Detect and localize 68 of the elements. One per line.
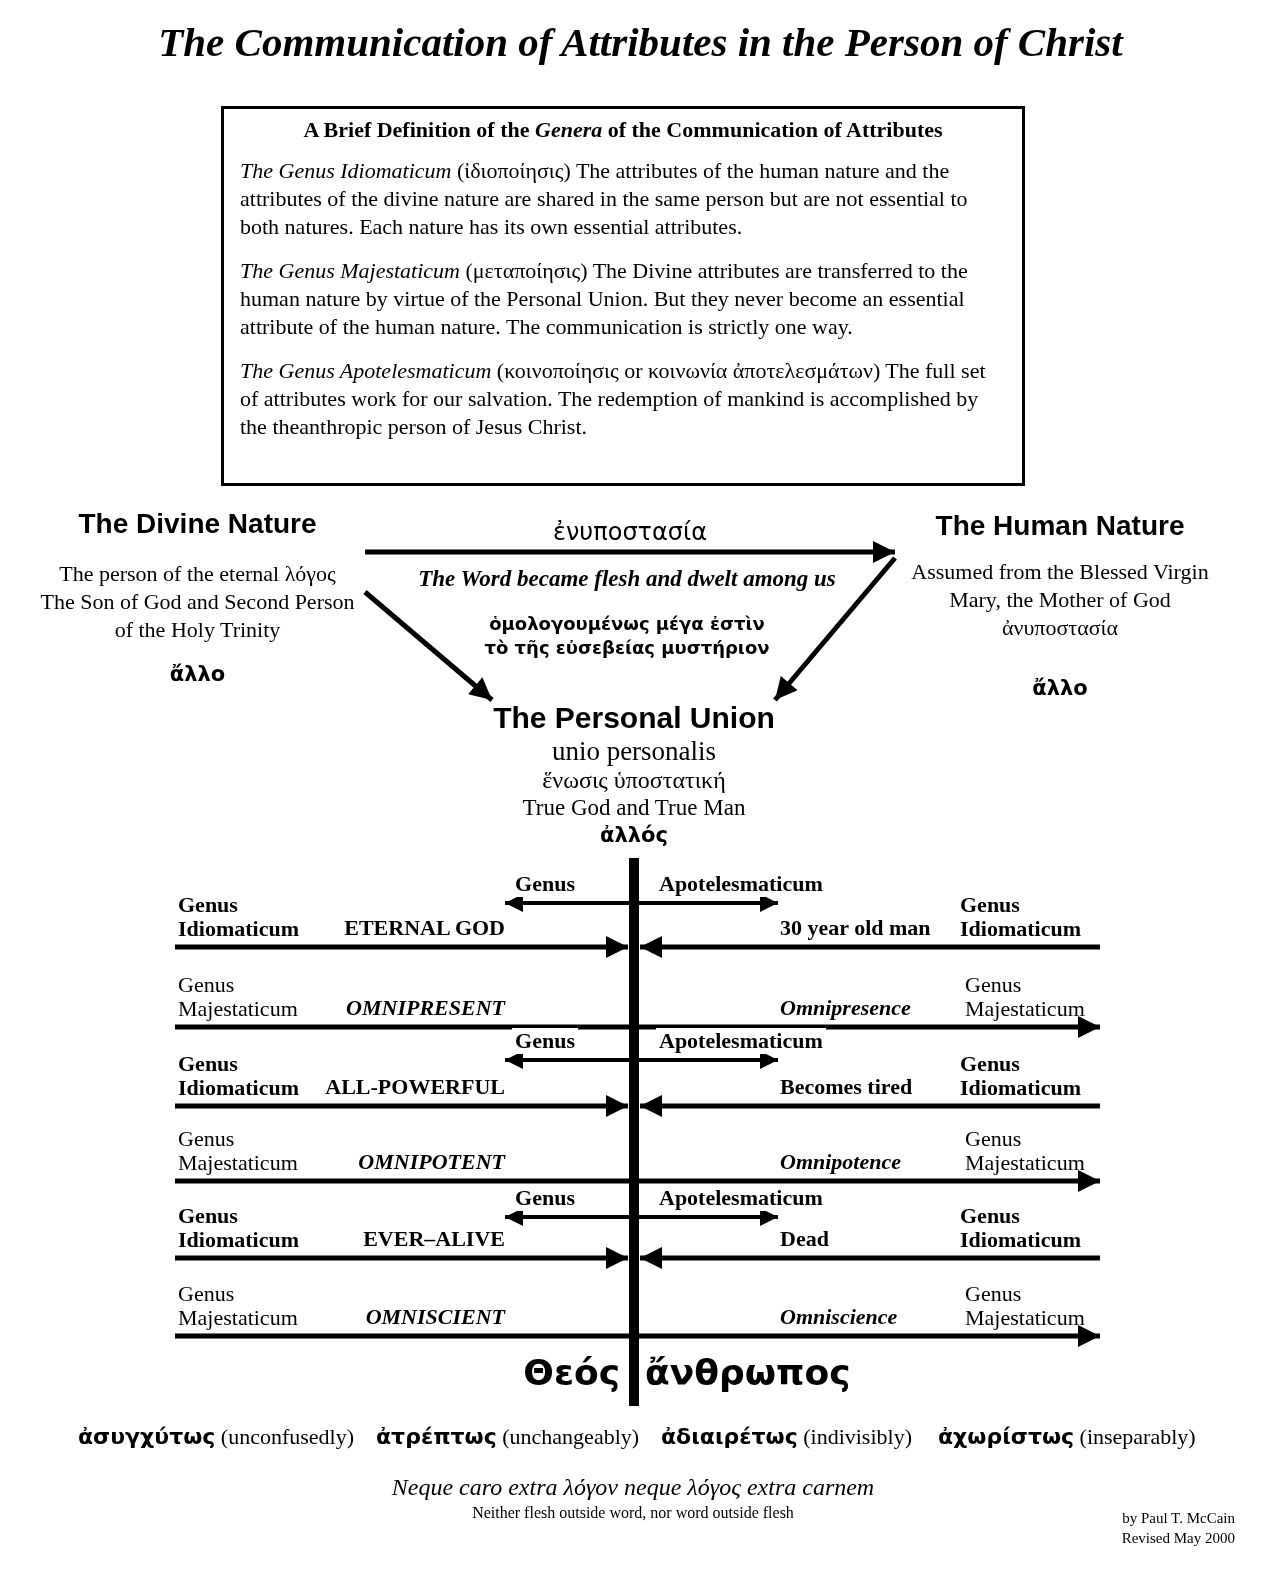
definition-paragraph: The Genus Majestaticum (μεταποίησις) The Divine attributes are transferred to the human nature by virtue of the Personal Union. But they never become an essential attribute of the human nature. The communication is strictly one way. [240, 257, 969, 341]
edge-label: Genus [512, 1028, 578, 1054]
arrow [175, 1016, 1100, 1038]
union-description: True God and True Man [521, 794, 747, 822]
adverb-text: ἀχωρίστως (inseparably) [938, 1424, 1196, 1450]
genus-label: Genus Idiomaticum [960, 1204, 1082, 1252]
attribute-label: ALL-POWERFUL [325, 1074, 505, 1100]
attribute-label: ETERNAL GOD [344, 915, 505, 941]
arrow [175, 936, 628, 958]
genus-label: Genus Idiomaticum [177, 1052, 300, 1100]
adverb-text: ἀδιαιρέτως (indivisibly) [661, 1424, 912, 1450]
definition-paragraph: The Genus Apotelesmaticum (κοινοποίησις or κοινωνία ἀποτελεσμάτων) The full set of attributes work for our salvation. The redemption of mankind is accomplished by the theanthropic person of Jesus Christ. [240, 357, 987, 441]
attribute-label: OMNIPRESENT [346, 995, 505, 1021]
genus-label: Genus Idiomaticum [177, 1204, 300, 1252]
nature-heading: The Human Nature [934, 510, 1186, 542]
attribute-label: Dead [779, 1226, 829, 1252]
greek-word: ἄνθρωπος [645, 1352, 851, 1393]
credit-text: by Paul T. McCain [1122, 1510, 1235, 1527]
greek-verse: ὁμολογουμένως μέγα ἐστὶν τὸ τῆς εὐσεβείας μυστήριον [483, 612, 771, 660]
genus-label: Genus Majestaticum [965, 1282, 1086, 1330]
greek-word: ἄλλο [168, 662, 227, 686]
greek-word: Θεός [523, 1352, 620, 1393]
arrow [640, 1095, 1100, 1117]
greek-word: ἀνυποστασία [1001, 614, 1119, 642]
attribute-label: EVER–ALIVE [363, 1226, 505, 1252]
genus-label: Genus Majestaticum [177, 973, 299, 1021]
greek-word: ἀλλός [599, 822, 669, 848]
definition-paragraph: The Genus Idiomaticum (ἰδιοποίησις) The attributes of the human nature and the attributes of the divine nature are shared in the same person but are not essential to both natures. Each nature has its own essential attributes. [240, 157, 969, 241]
arrow [175, 1247, 628, 1269]
motto-translation: Neither flesh outside word, nor word outside flesh [472, 1504, 794, 1522]
attribute-label: OMNISCIENT [365, 1304, 505, 1330]
arrow [175, 1325, 1100, 1347]
attribute-label: 30 year old man [779, 915, 931, 941]
revision-note: Revised May 2000 [1121, 1530, 1235, 1547]
arrow [175, 1170, 1100, 1192]
attribute-label: OMNIPOTENT [358, 1149, 505, 1175]
genus-label: Genus Majestaticum [965, 1127, 1086, 1175]
greek-word: ἄλλο [1031, 676, 1089, 700]
nature-heading: The Divine Nature [77, 508, 318, 540]
definition-box [221, 106, 1025, 486]
box-heading: A Brief Definition of the Genera of the Communication of Attributes [302, 117, 944, 143]
diagram-title: The Communication of Attributes in the Person of Christ [157, 18, 1125, 66]
nature-description: The person of the eternal λόγος The Son of God and Second Person of the Holy Trinity [40, 560, 355, 644]
attribute-label: Omnipresence [779, 995, 911, 1021]
arrow [640, 936, 1100, 958]
genus-label: Genus Idiomaticum [960, 893, 1082, 941]
genus-label: Genus Majestaticum [965, 973, 1086, 1021]
caption-text: The Word became flesh and dwelt among us [418, 566, 836, 592]
arrow [773, 556, 897, 702]
attribute-label: Omnipotence [779, 1149, 901, 1175]
genus-label: Genus Majestaticum [177, 1282, 299, 1330]
genus-label: Genus Idiomaticum [960, 1052, 1082, 1100]
attribute-label: Becomes tired [779, 1074, 913, 1100]
attribute-label: Omniscience [779, 1304, 898, 1330]
greek-term: ἕνωσις ὑποστατική [541, 766, 727, 794]
edge-label: Apotelesmaticum [656, 1028, 826, 1054]
adverb-text: ἀτρέπτως (unchangeably) [376, 1424, 640, 1450]
arrow [640, 1247, 1100, 1269]
vertical-bar [629, 858, 639, 1406]
arrow [363, 590, 494, 702]
genus-label: Genus Idiomaticum [177, 893, 300, 941]
adverb-text: ἀσυγχύτως (unconfusedly) [78, 1424, 355, 1450]
latin-motto: Neque caro extra λόγον neque λόγος extra carnem [391, 1474, 875, 1501]
union-heading: The Personal Union [492, 700, 776, 736]
arrow [175, 1095, 628, 1117]
arrow [365, 541, 895, 563]
latin-term: unio personalis [550, 736, 718, 766]
genus-label: Genus Majestaticum [177, 1127, 299, 1175]
